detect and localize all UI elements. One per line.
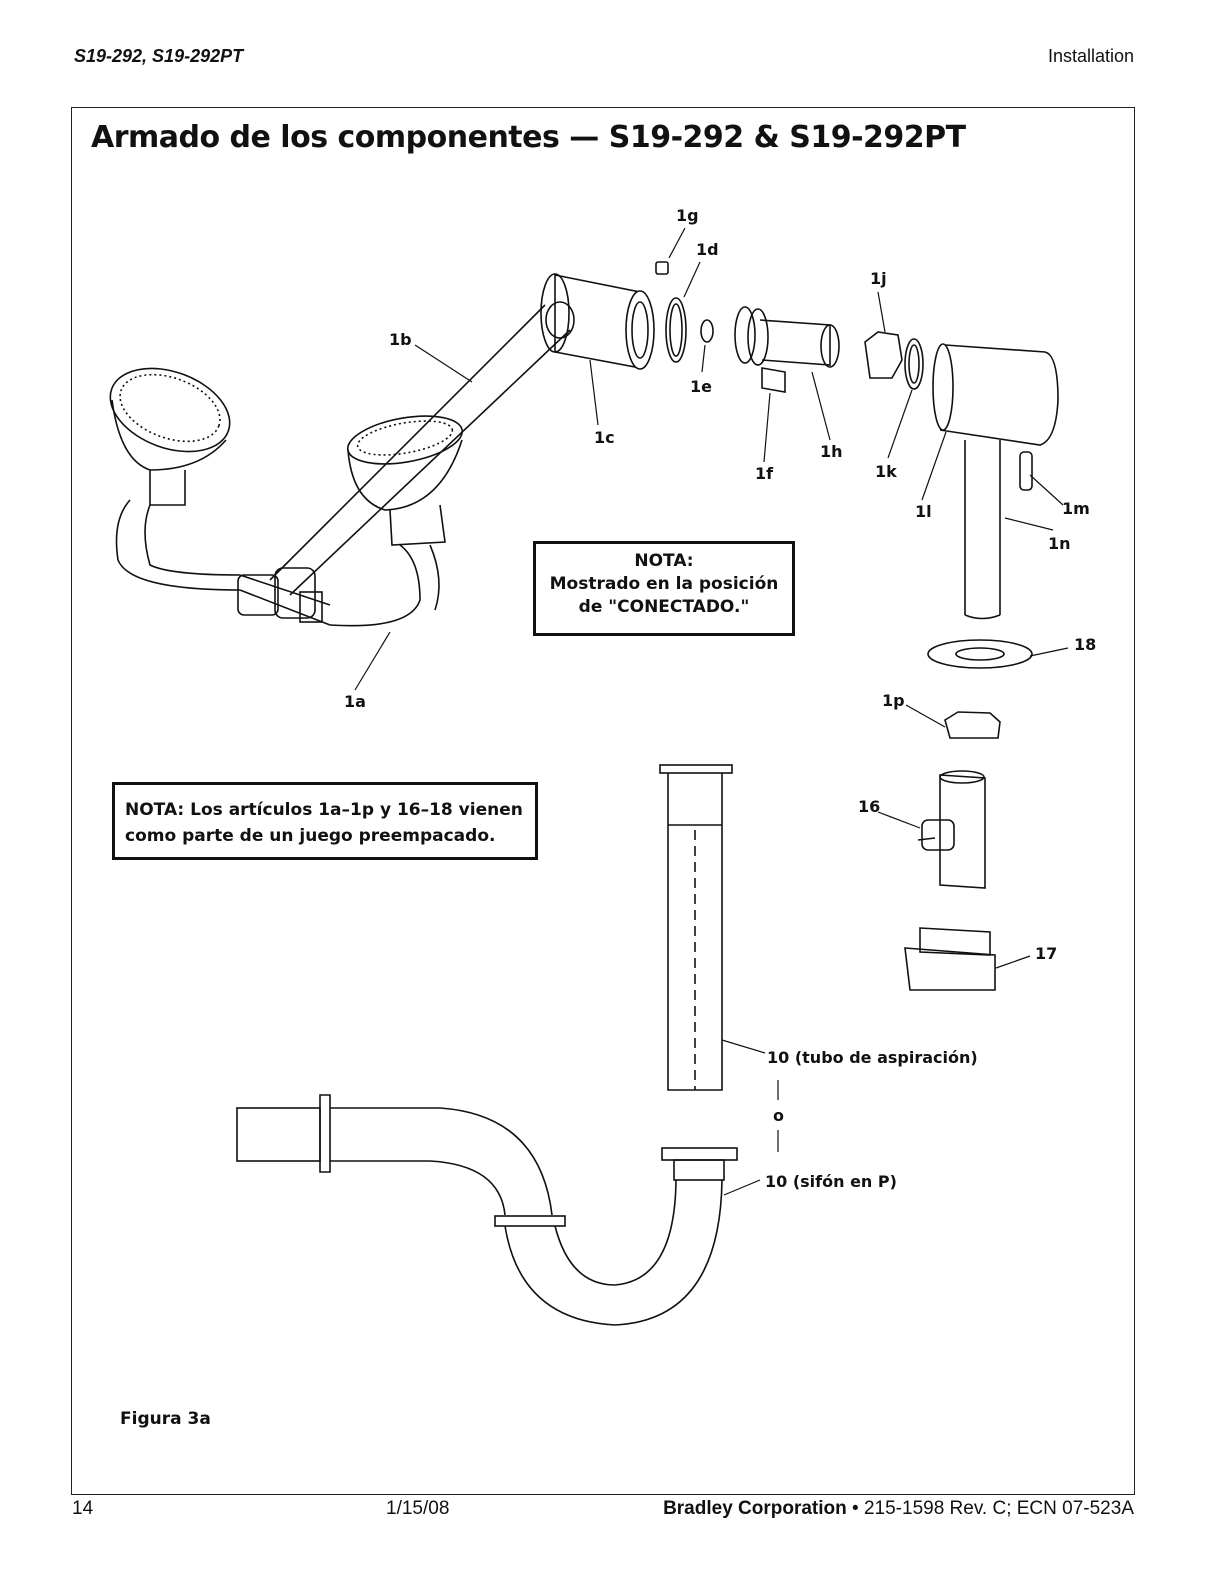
note-connected: NOTA: Mostrado en la posición de "CONECT… (533, 541, 795, 636)
part-1g (655, 261, 669, 275)
label-1e: 1e (690, 377, 712, 396)
pipe-1b (269, 301, 575, 596)
part-1p (944, 711, 1001, 739)
label-1d: 1d (696, 240, 719, 259)
note-connected-line2: Mostrado en la posición (549, 574, 779, 594)
label-18: 18 (1074, 635, 1097, 654)
header-model: S19-292, S19-292PT (74, 46, 244, 66)
label-16: 16 (858, 797, 881, 816)
leader-lines (354, 227, 1069, 1196)
header-section: Installation (1047, 46, 1134, 66)
part-1n (964, 440, 1001, 620)
doc-number: • 215-1598 Rev. C; ECN 07-523A (846, 1498, 1134, 1519)
pipe-1a (237, 567, 331, 626)
label-10-ptrap: 10 (sifón en P) (765, 1172, 897, 1191)
label-1f: 1f (755, 464, 774, 483)
note-connected-line1: NOTA: (634, 551, 694, 571)
label-1a: 1a (344, 692, 366, 711)
note-kit-line1: NOTA: Los artículos 1a–1p y 16–18 vienen (125, 800, 523, 820)
left-spray-head (109, 367, 241, 591)
page-number: 14 (72, 1498, 94, 1519)
label-1h: 1h (820, 442, 843, 461)
note-kit-line2: como parte de un juego preempacado. (125, 826, 496, 846)
label-1c: 1c (594, 428, 615, 447)
part-1l (932, 343, 1059, 446)
part-17 (904, 927, 996, 991)
label-1k: 1k (875, 462, 897, 481)
footer-company: Bradley Corporation • 215-1598 Rev. C; E… (663, 1498, 1134, 1520)
part-1j (864, 331, 903, 379)
label-1l: 1l (915, 502, 932, 521)
label-17: 17 (1035, 944, 1058, 963)
part-1h (734, 306, 840, 393)
part-16 (917, 770, 986, 889)
label-1p: 1p (882, 691, 905, 710)
part-1k (904, 338, 924, 390)
label-1m: 1m (1062, 499, 1090, 518)
right-spray-head (329, 415, 464, 627)
part-1c (540, 273, 655, 370)
tailpiece-10 (659, 764, 733, 1091)
label-1g: 1g (676, 206, 699, 225)
p-trap-10 (236, 1094, 738, 1326)
figure-frame (71, 107, 1135, 1495)
note-kit: NOTA: Los artículos 1a–1p y 16–18 vienen… (112, 782, 538, 860)
page-title: Armado de los componentes — S19-292 & S1… (91, 120, 966, 155)
part-18 (927, 639, 1033, 669)
label-1n: 1n (1048, 534, 1071, 553)
part-1m (1019, 451, 1033, 491)
figure-caption: Figura 3a (120, 1409, 211, 1429)
footer-date: 1/15/08 (386, 1498, 450, 1519)
note-connected-line3: de "CONECTADO." (578, 597, 750, 617)
label-1j: 1j (870, 269, 887, 288)
part-1e (700, 319, 714, 343)
part-1d (665, 297, 687, 363)
label-1b: 1b (389, 330, 412, 349)
label-or: o (773, 1106, 784, 1125)
company-name: Bradley Corporation (663, 1498, 847, 1519)
label-10-tailpiece: 10 (tubo de aspiración) (767, 1048, 978, 1067)
